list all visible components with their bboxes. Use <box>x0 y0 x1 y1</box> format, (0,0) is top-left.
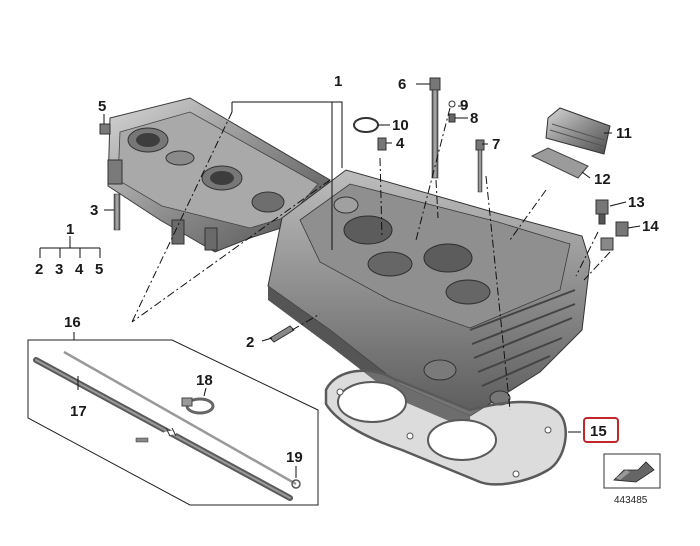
wire-19[interactable] <box>63 350 301 489</box>
stud-3[interactable] <box>113 193 121 231</box>
camshaft-carrier[interactable] <box>107 97 331 253</box>
callout-1[interactable]: 1 <box>334 73 342 90</box>
rod-17[interactable] <box>33 357 293 501</box>
plug-13[interactable] <box>595 199 609 225</box>
kit-legend-child-5: 5 <box>95 261 103 278</box>
callout-18[interactable]: 18 <box>196 372 213 389</box>
bolt-6[interactable] <box>429 77 441 179</box>
kit-legend-child-4: 4 <box>75 261 84 278</box>
kit-legend-child-2: 2 <box>35 261 43 278</box>
callout-14[interactable]: 14 <box>642 218 659 235</box>
clamp-18[interactable] <box>181 397 215 415</box>
callout-labels: 1 2 3 4 5 6 7 8 9 10 11 12 13 14 15 16 1… <box>35 73 659 466</box>
callout-3[interactable]: 3 <box>90 202 98 219</box>
kit-legend-parent: 1 <box>66 221 74 238</box>
pin-2[interactable] <box>269 325 295 343</box>
cap-part-11[interactable] <box>545 107 611 155</box>
pin-4[interactable] <box>377 137 387 151</box>
callout-10[interactable]: 10 <box>392 117 409 134</box>
callout-4[interactable]: 4 <box>396 135 405 152</box>
cooling-fins <box>469 289 576 387</box>
oring-10[interactable] <box>353 117 379 133</box>
leader-lines <box>39 83 641 478</box>
callout-17[interactable]: 17 <box>70 403 87 420</box>
callout-12[interactable]: 12 <box>594 171 611 188</box>
head-gasket[interactable] <box>324 369 567 486</box>
washer-8-9[interactable] <box>448 100 456 123</box>
callout-9[interactable]: 9 <box>460 97 468 114</box>
callout-6[interactable]: 6 <box>398 76 406 93</box>
kit-legend-child-3: 3 <box>55 261 63 278</box>
callout-7[interactable]: 7 <box>492 136 500 153</box>
callout-5[interactable]: 5 <box>98 98 106 115</box>
kit-16-frame <box>27 339 319 506</box>
callout-11[interactable]: 11 <box>616 125 632 142</box>
plug-14[interactable] <box>600 221 629 251</box>
callout-15[interactable]: 15 <box>590 423 607 440</box>
callout-16[interactable]: 16 <box>64 314 81 331</box>
callout-19[interactable]: 19 <box>286 449 303 466</box>
orientation-icon <box>603 453 661 489</box>
callout-2[interactable]: 2 <box>246 334 254 351</box>
callout-13[interactable]: 13 <box>628 194 645 211</box>
cylinder-head[interactable] <box>267 169 591 430</box>
callout-8[interactable]: 8 <box>470 110 478 127</box>
bolt-7[interactable] <box>475 139 485 193</box>
ring-part-12[interactable] <box>530 147 589 179</box>
callout-15-highlight-box <box>583 417 619 443</box>
nut-5[interactable] <box>99 123 111 135</box>
image-reference-number: 443485 <box>614 495 648 506</box>
